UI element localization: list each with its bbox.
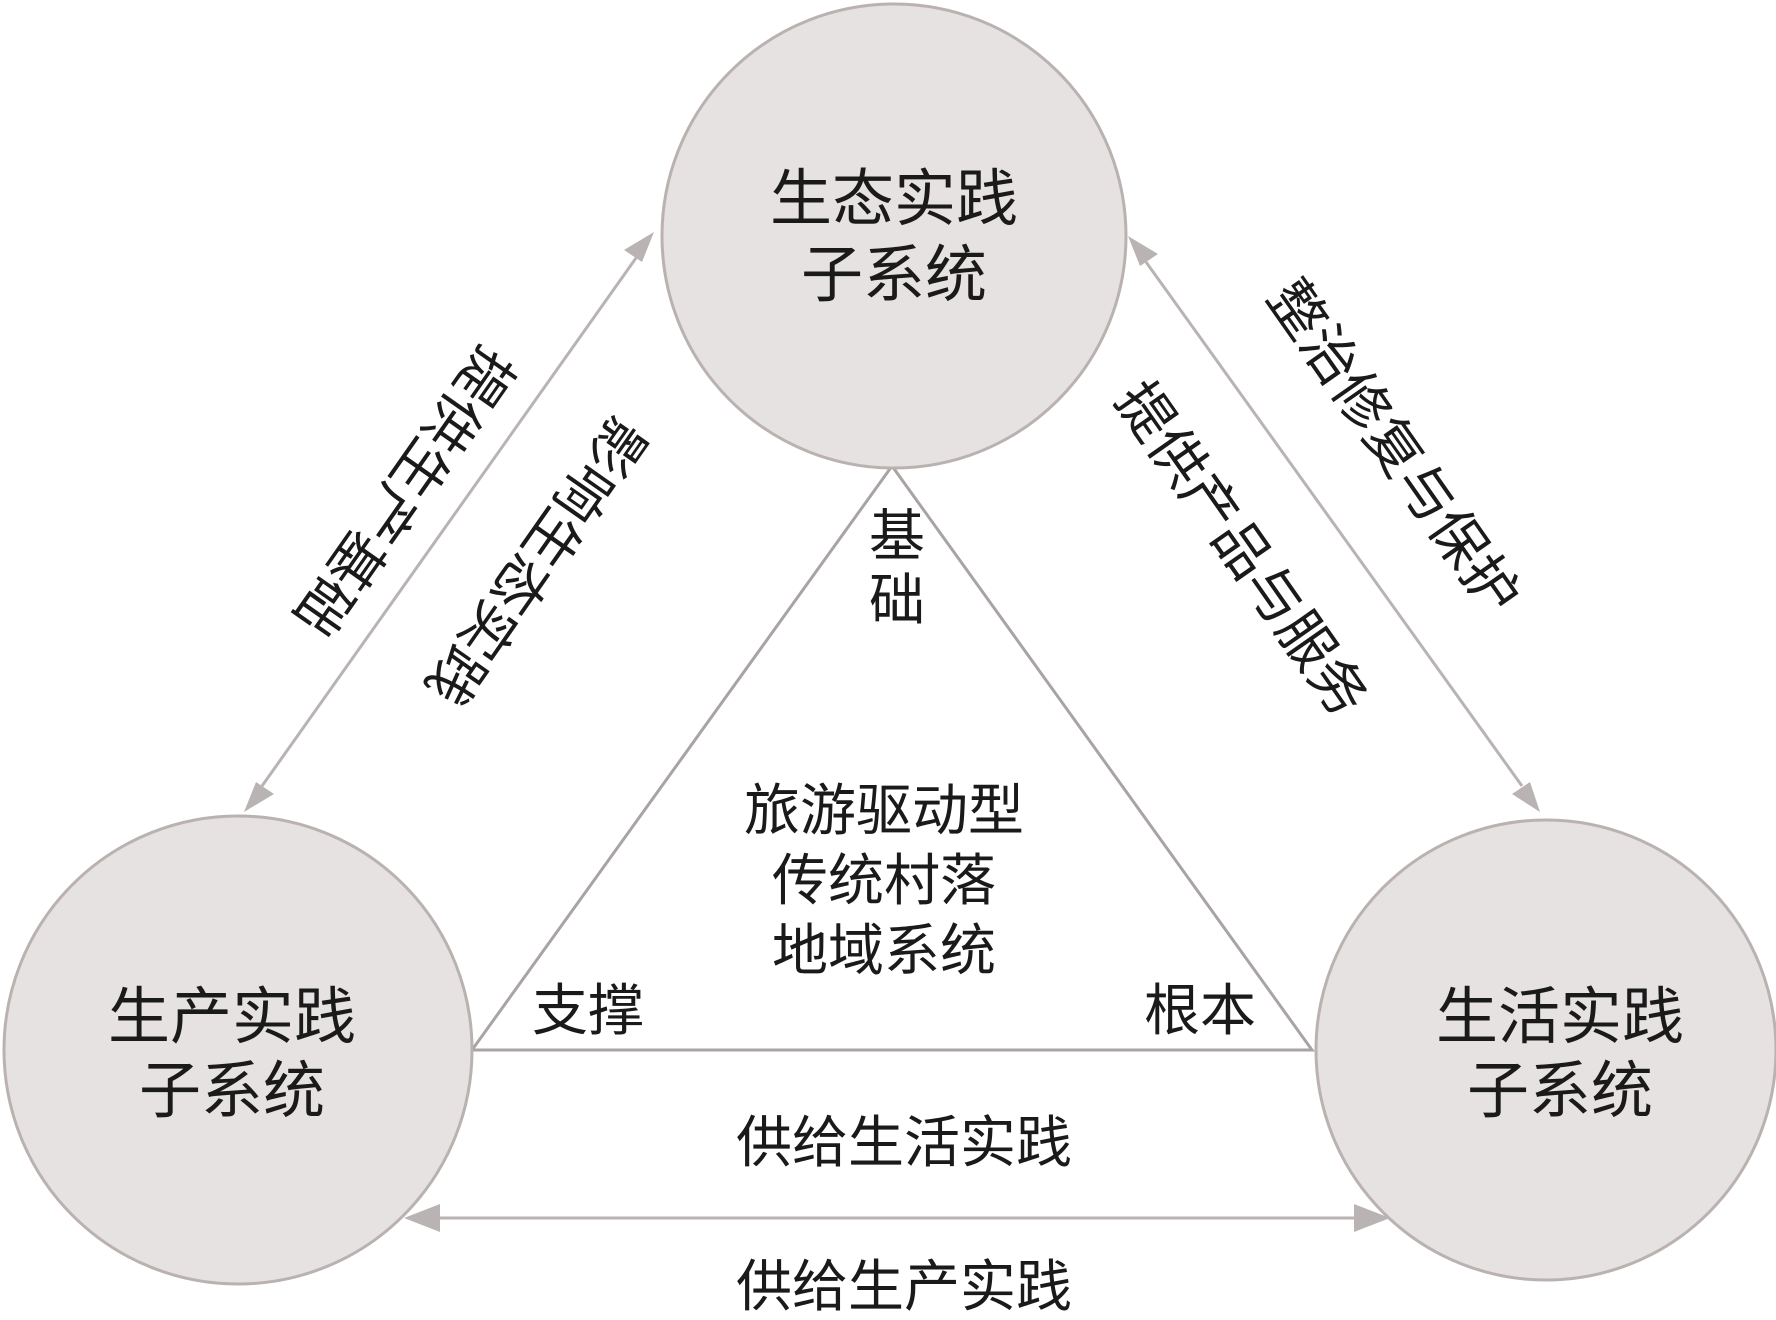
triangle-label-right: 根本 [1144,979,1256,1044]
node-production-circle [2,814,474,1286]
link-left-line [260,257,638,787]
triangle-label-top: 基础 [860,506,925,634]
arrow-right-bottom-head [1354,1204,1390,1232]
node-ecology: 生态实践 子系统 [660,2,1128,470]
node-life-circle [1314,818,1776,1282]
node-production: 生产实践 子系统 [2,814,474,1286]
node-life-line1: 生活实践 [1436,980,1684,1053]
center-line1: 旅游驱动型 [744,779,1024,844]
arrow-up-left-head [624,232,654,262]
link-left [244,232,654,812]
arrow-down-left-head [244,782,274,812]
center-label: 旅游驱动型 传统村落 地域系统 [744,779,1024,984]
node-life-line2: 子系统 [1467,1054,1653,1127]
node-ecology-line1: 生态实践 [770,162,1018,235]
edge-label-bottom-upper: 供给生活实践 [736,1111,1072,1176]
node-ecology-circle [660,2,1128,470]
node-life: 生活实践 子系统 [1314,818,1776,1282]
center-line2: 传统村落 [772,849,996,914]
center-line3: 地域系统 [772,919,996,984]
node-production-line1: 生产实践 [108,980,356,1053]
link-bottom [404,1204,1390,1232]
arrow-left-bottom-head [404,1204,440,1232]
node-production-line2: 子系统 [139,1054,325,1127]
edge-label-bottom-lower: 供给生产实践 [736,1255,1072,1320]
node-ecology-line2: 子系统 [801,238,987,311]
triangle-label-left: 支撑 [532,979,644,1044]
link-right-line [1144,261,1524,787]
center-triangle [469,463,1315,1052]
arrow-down-right-head [1512,782,1540,812]
arrow-up-right-head [1128,236,1158,266]
link-right [1128,236,1540,812]
